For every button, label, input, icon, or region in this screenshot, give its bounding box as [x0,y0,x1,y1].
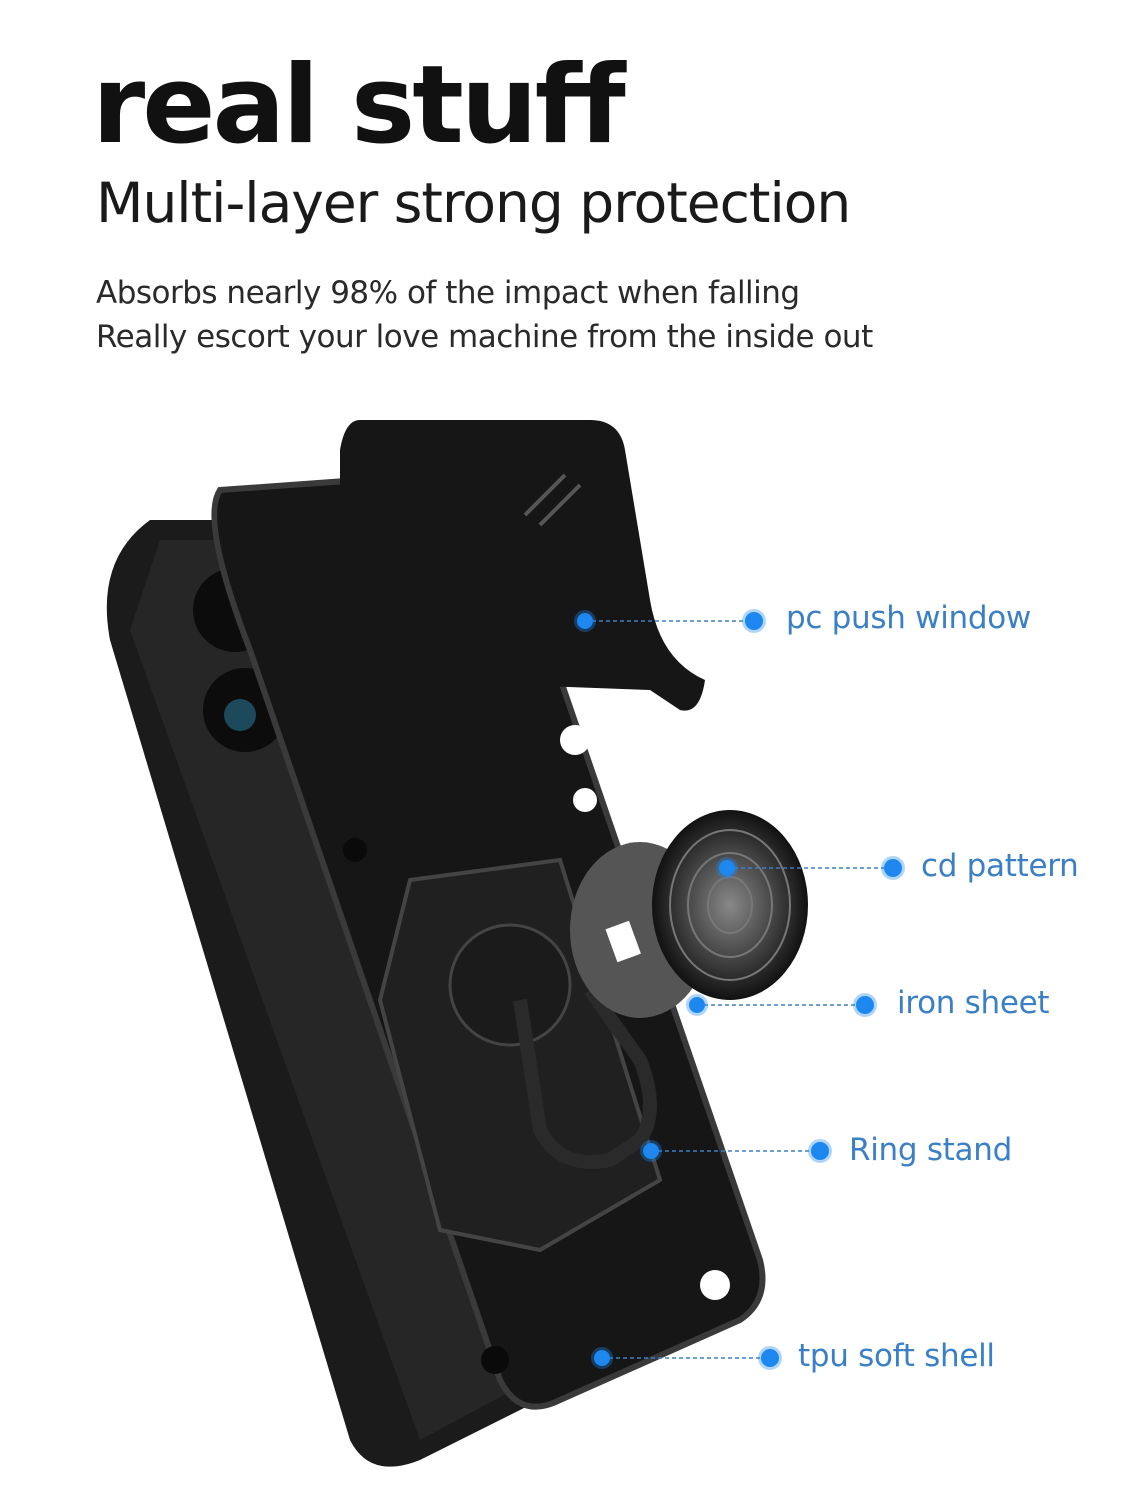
callout-iron-sheet: iron sheet [897,985,1050,1021]
pc-push-window [340,420,705,711]
callout-cd-pattern: cd pattern [921,848,1079,884]
callout-tpu-soft-shell: tpu soft shell [798,1338,995,1374]
cd-pattern-disc [652,810,808,1000]
description-line-1: Absorbs nearly 98% of the impact when fa… [96,275,800,311]
callout-lines [585,620,893,1359]
page-subtitle: Multi-layer strong protection [96,171,851,235]
callout-dots [574,609,905,1370]
callout-pc-push-window: pc push window [786,600,1031,636]
ring-stand [513,985,657,1169]
description-line-2: Really escort your love machine from the… [96,319,873,355]
page-title: real stuff [92,43,626,168]
callout-ring-stand: Ring stand [849,1132,1012,1168]
